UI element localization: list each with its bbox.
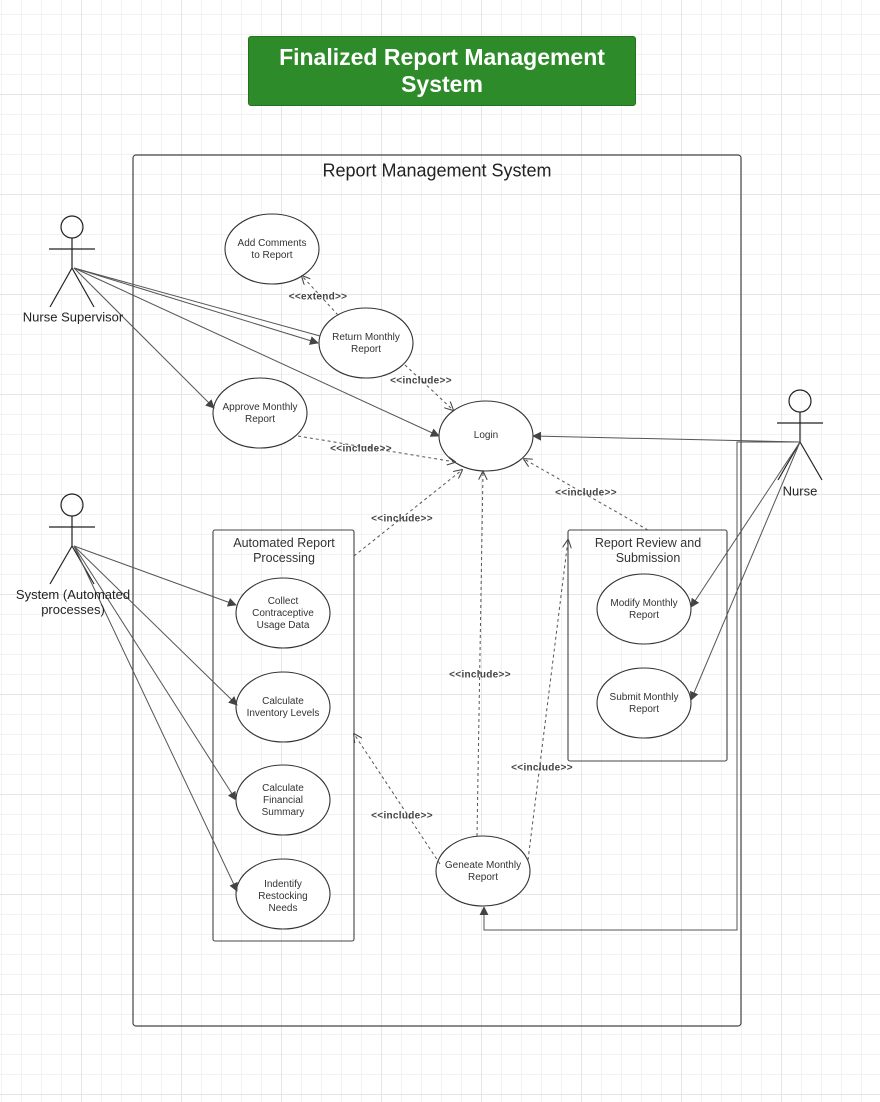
assoc-nurse-generate <box>479 441 800 931</box>
assoc-nurse-login <box>532 431 801 443</box>
use-case-label-submit-monthly: Submit Monthly Report <box>609 692 679 715</box>
use-case-label-return-monthly: Return Monthly Report <box>332 332 400 355</box>
assoc-system-inventory <box>73 545 238 706</box>
system-boundary-title: Report Management System <box>322 160 552 181</box>
use-case-return-monthly <box>318 307 414 379</box>
use-case-label-login: Login <box>473 430 499 441</box>
assoc-supervisor-login <box>73 267 440 437</box>
diagram-title: Finalized Report Management System <box>248 36 636 106</box>
include-label-generate-login: <<include>> <box>449 669 511 681</box>
extend-label: <<extend>> <box>288 291 348 303</box>
use-case-label-identify-restocking: Indentify Restocking Needs <box>258 879 308 914</box>
package-review-title: Report Review and Submission <box>594 536 702 565</box>
actor-label-nurse-supervisor: Nurse Supervisor <box>22 309 124 325</box>
include-generate-to-review <box>527 540 568 861</box>
use-case-collect-data <box>235 577 331 649</box>
use-case-add-comments <box>224 213 320 285</box>
include-label-approve-login: <<include>> <box>330 443 392 455</box>
assoc-supervisor-approve <box>73 267 215 409</box>
use-case-identify-restocking <box>235 858 331 930</box>
include-generate-to-login <box>476 472 483 837</box>
package-automated-title: Automated Report Processing <box>233 536 335 565</box>
use-case-label-calc-inventory: Calculate Inventory Levels <box>246 696 320 719</box>
use-case-approve-monthly <box>212 377 308 449</box>
use-case-generate-monthly <box>435 835 531 907</box>
assoc-nurse-submit <box>690 441 801 701</box>
assoc-system-restocking <box>73 545 238 892</box>
use-case-label-approve-monthly: Approve Monthly Report <box>222 402 298 425</box>
use-case-modify-monthly <box>596 573 692 645</box>
include-label-review-login: <<include>> <box>555 487 617 499</box>
actor-system-automated <box>49 493 95 585</box>
use-case-label-calc-financial: Calculate Financial Summary <box>261 783 305 818</box>
actor-nurse-supervisor <box>49 215 95 308</box>
include-label-automated-login: <<include>> <box>371 513 433 525</box>
assoc-system-financial <box>73 545 237 801</box>
include-automated-to-login <box>353 470 462 557</box>
assoc-supervisor-extra <box>73 267 321 337</box>
assoc-supervisor-return <box>73 267 319 345</box>
use-case-label-generate-monthly: Geneate Monthly Report <box>444 860 522 883</box>
actor-label-nurse: Nurse <box>782 483 818 499</box>
include-label-generate-review: <<include>> <box>511 762 573 774</box>
use-case-label-modify-monthly: Modify Monthly Report <box>610 598 678 621</box>
include-approve-to-login <box>297 435 455 462</box>
assoc-nurse-modify <box>690 441 801 608</box>
use-case-label-collect-data: Collect Contraceptive Usage Data <box>252 596 314 631</box>
use-case-submit-monthly <box>596 667 692 739</box>
include-generate-to-automated <box>354 734 441 865</box>
use-case-calc-inventory <box>235 671 331 743</box>
actor-label-system-automated: System (Automated processes) <box>15 587 131 617</box>
assoc-system-collect <box>73 545 237 607</box>
extend-return-to-add-comments <box>302 276 339 316</box>
include-return-to-login <box>404 364 453 410</box>
include-label-generate-automated: <<include>> <box>371 810 433 822</box>
include-label-return-login: <<include>> <box>390 375 452 387</box>
system-boundary <box>132 154 742 1027</box>
use-case-label-add-comments: Add Comments to Report <box>237 238 307 261</box>
